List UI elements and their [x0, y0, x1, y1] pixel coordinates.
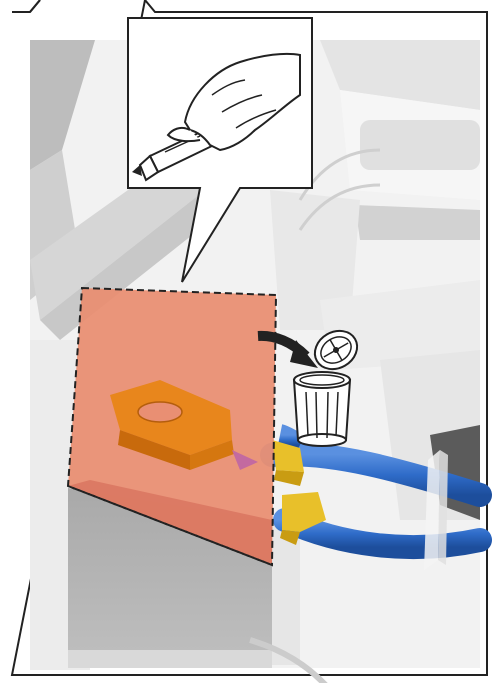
illustration-panel: [0, 0, 497, 683]
